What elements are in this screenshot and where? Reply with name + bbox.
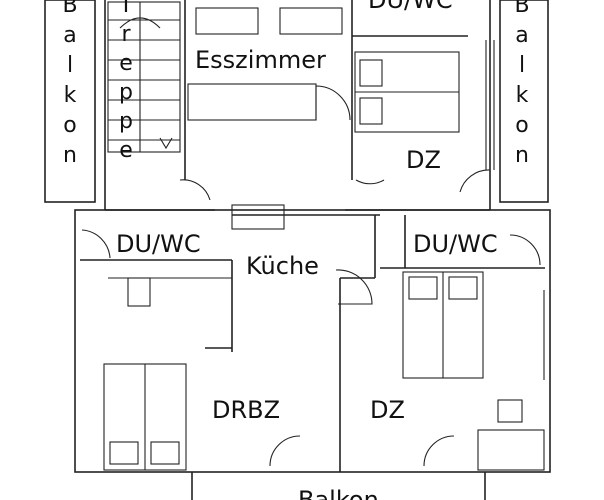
- label-balkon-right: Balkon: [514, 0, 529, 168]
- vertical-letter: l: [67, 53, 73, 78]
- upper-block-walls: [104, 0, 491, 211]
- bed-drbz: [103, 363, 187, 471]
- balcony-bottom: [191, 472, 486, 500]
- label-kueche: Küche: [246, 252, 319, 280]
- balcony-left: [44, 0, 96, 203]
- vertical-letter: n: [515, 143, 529, 168]
- label-dz-top: DZ: [406, 146, 441, 174]
- door-swing-kueche: [335, 269, 373, 305]
- vertical-letter: B: [514, 0, 529, 18]
- vertical-letter: T: [118, 0, 133, 18]
- label-balkon-left: Balkon: [62, 0, 77, 168]
- vertical-letter: e: [119, 51, 133, 76]
- door-swing-balkon-right: [459, 169, 491, 193]
- label-drbz: DRBZ: [212, 396, 280, 424]
- door-swing-dz-top: [355, 179, 385, 185]
- vertical-letter: l: [519, 53, 525, 78]
- vertical-letter: o: [63, 113, 76, 138]
- label-dz-bottom: DZ: [370, 396, 405, 424]
- balcony-right: [499, 0, 549, 203]
- vertical-letter: k: [516, 83, 529, 108]
- vertical-letter: a: [63, 23, 76, 48]
- vertical-letter: e: [119, 138, 133, 163]
- door-swing-duwc-left: [81, 229, 111, 259]
- staircase: [107, 1, 181, 153]
- vertical-letter: r: [121, 22, 131, 47]
- window-right: [543, 290, 551, 380]
- vertical-letter: B: [62, 0, 77, 18]
- label-esszimmer: Esszimmer: [195, 46, 326, 74]
- bed-top: [354, 51, 460, 133]
- kitchen-counter: [231, 204, 285, 230]
- vertical-letter: a: [515, 23, 528, 48]
- vertical-letter: k: [64, 83, 77, 108]
- door-swing-treppe: [179, 179, 211, 201]
- window-top-right: [485, 40, 495, 170]
- vertical-letter: p: [119, 80, 133, 105]
- vertical-letter: o: [515, 113, 528, 138]
- dz-bottom-furniture: [477, 399, 545, 471]
- door-swing-dining: [315, 85, 351, 121]
- vertical-letter: n: [63, 143, 77, 168]
- vertical-letter: p: [119, 109, 133, 134]
- bed-dz-bottom: [402, 271, 484, 379]
- door-swing-dz-bottom: [423, 435, 455, 467]
- bath-left-fixtures: [108, 277, 232, 307]
- label-duwc-left: DU/WC: [116, 230, 201, 258]
- door-swing-drbz: [269, 435, 301, 467]
- door-swing-duwc-right: [509, 234, 541, 266]
- label-duwc-right: DU/WC: [413, 230, 498, 258]
- label-duwc-top: DU/WC: [368, 0, 453, 14]
- label-balkon-bottom: Balkon: [298, 486, 379, 500]
